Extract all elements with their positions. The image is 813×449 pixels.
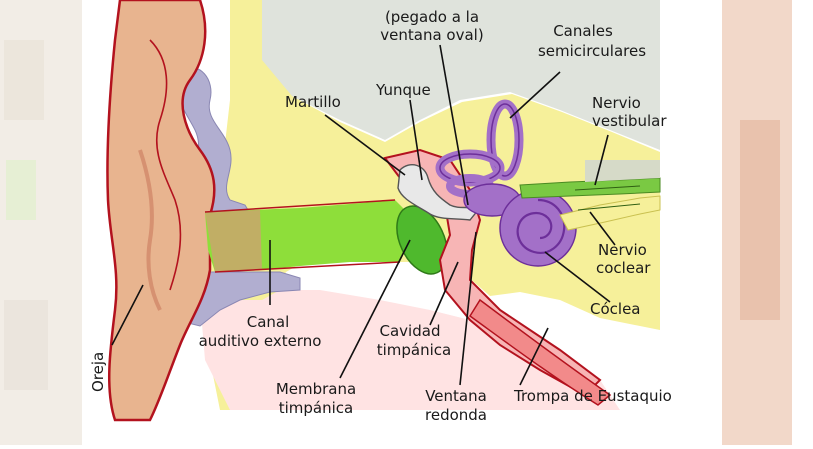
label-ear-canal: Canal [247,313,290,331]
label-cochlear-nerve: Nervio [598,241,647,259]
diagram-labels: (pegado a la ventana oval) Canales semic… [89,8,672,424]
pinna-shape [106,0,216,422]
canal-cartilage-upper [176,66,249,216]
label-semicircular-canals-2: semicirculares [538,42,646,60]
label-malleus: Martillo [285,93,341,111]
label-pinna: Oreja [89,352,107,392]
right-blurred-panel [705,0,813,445]
pinna-concha [138,149,162,311]
label-cochlear-nerve-2: coclear [596,259,651,277]
inner-ear-bone [585,160,660,182]
label-semicircular-canals: Canales [553,22,613,40]
label-tympanic-cavity: Cavidad [380,322,441,340]
leader-lines [111,44,616,386]
label-eustachian-tube: Trompa de Eustaquio [513,387,672,405]
label-stapes-note-2: ventana oval) [380,26,483,44]
eustachian-tube [468,298,612,406]
label-cochlea: Cóclea [590,300,641,318]
diagram-panel [82,0,705,445]
pink-lower-region [200,290,620,410]
label-eardrum-2: timpánica [279,399,354,417]
label-incus: Yunque [375,81,431,99]
label-eardrum: Membrana [276,380,356,398]
label-vestibular-nerve-2: vestibular [592,112,667,130]
label-round-window: Ventana [425,387,487,405]
label-vestibular-nerve: Nervio [592,94,641,112]
cochlea-shape [499,189,577,267]
pinna-inner-fold [149,39,182,291]
gray-background [250,0,660,150]
label-round-window-2: redonda [425,406,487,424]
label-tympanic-cavity-2: timpánica [377,341,452,359]
label-ear-canal-2: auditivo externo [199,332,322,350]
ear-canal-gradient [205,210,262,272]
left-blurred-panel [0,0,82,445]
eardrum [396,205,448,275]
label-stapes-note: (pegado a la [385,8,479,26]
